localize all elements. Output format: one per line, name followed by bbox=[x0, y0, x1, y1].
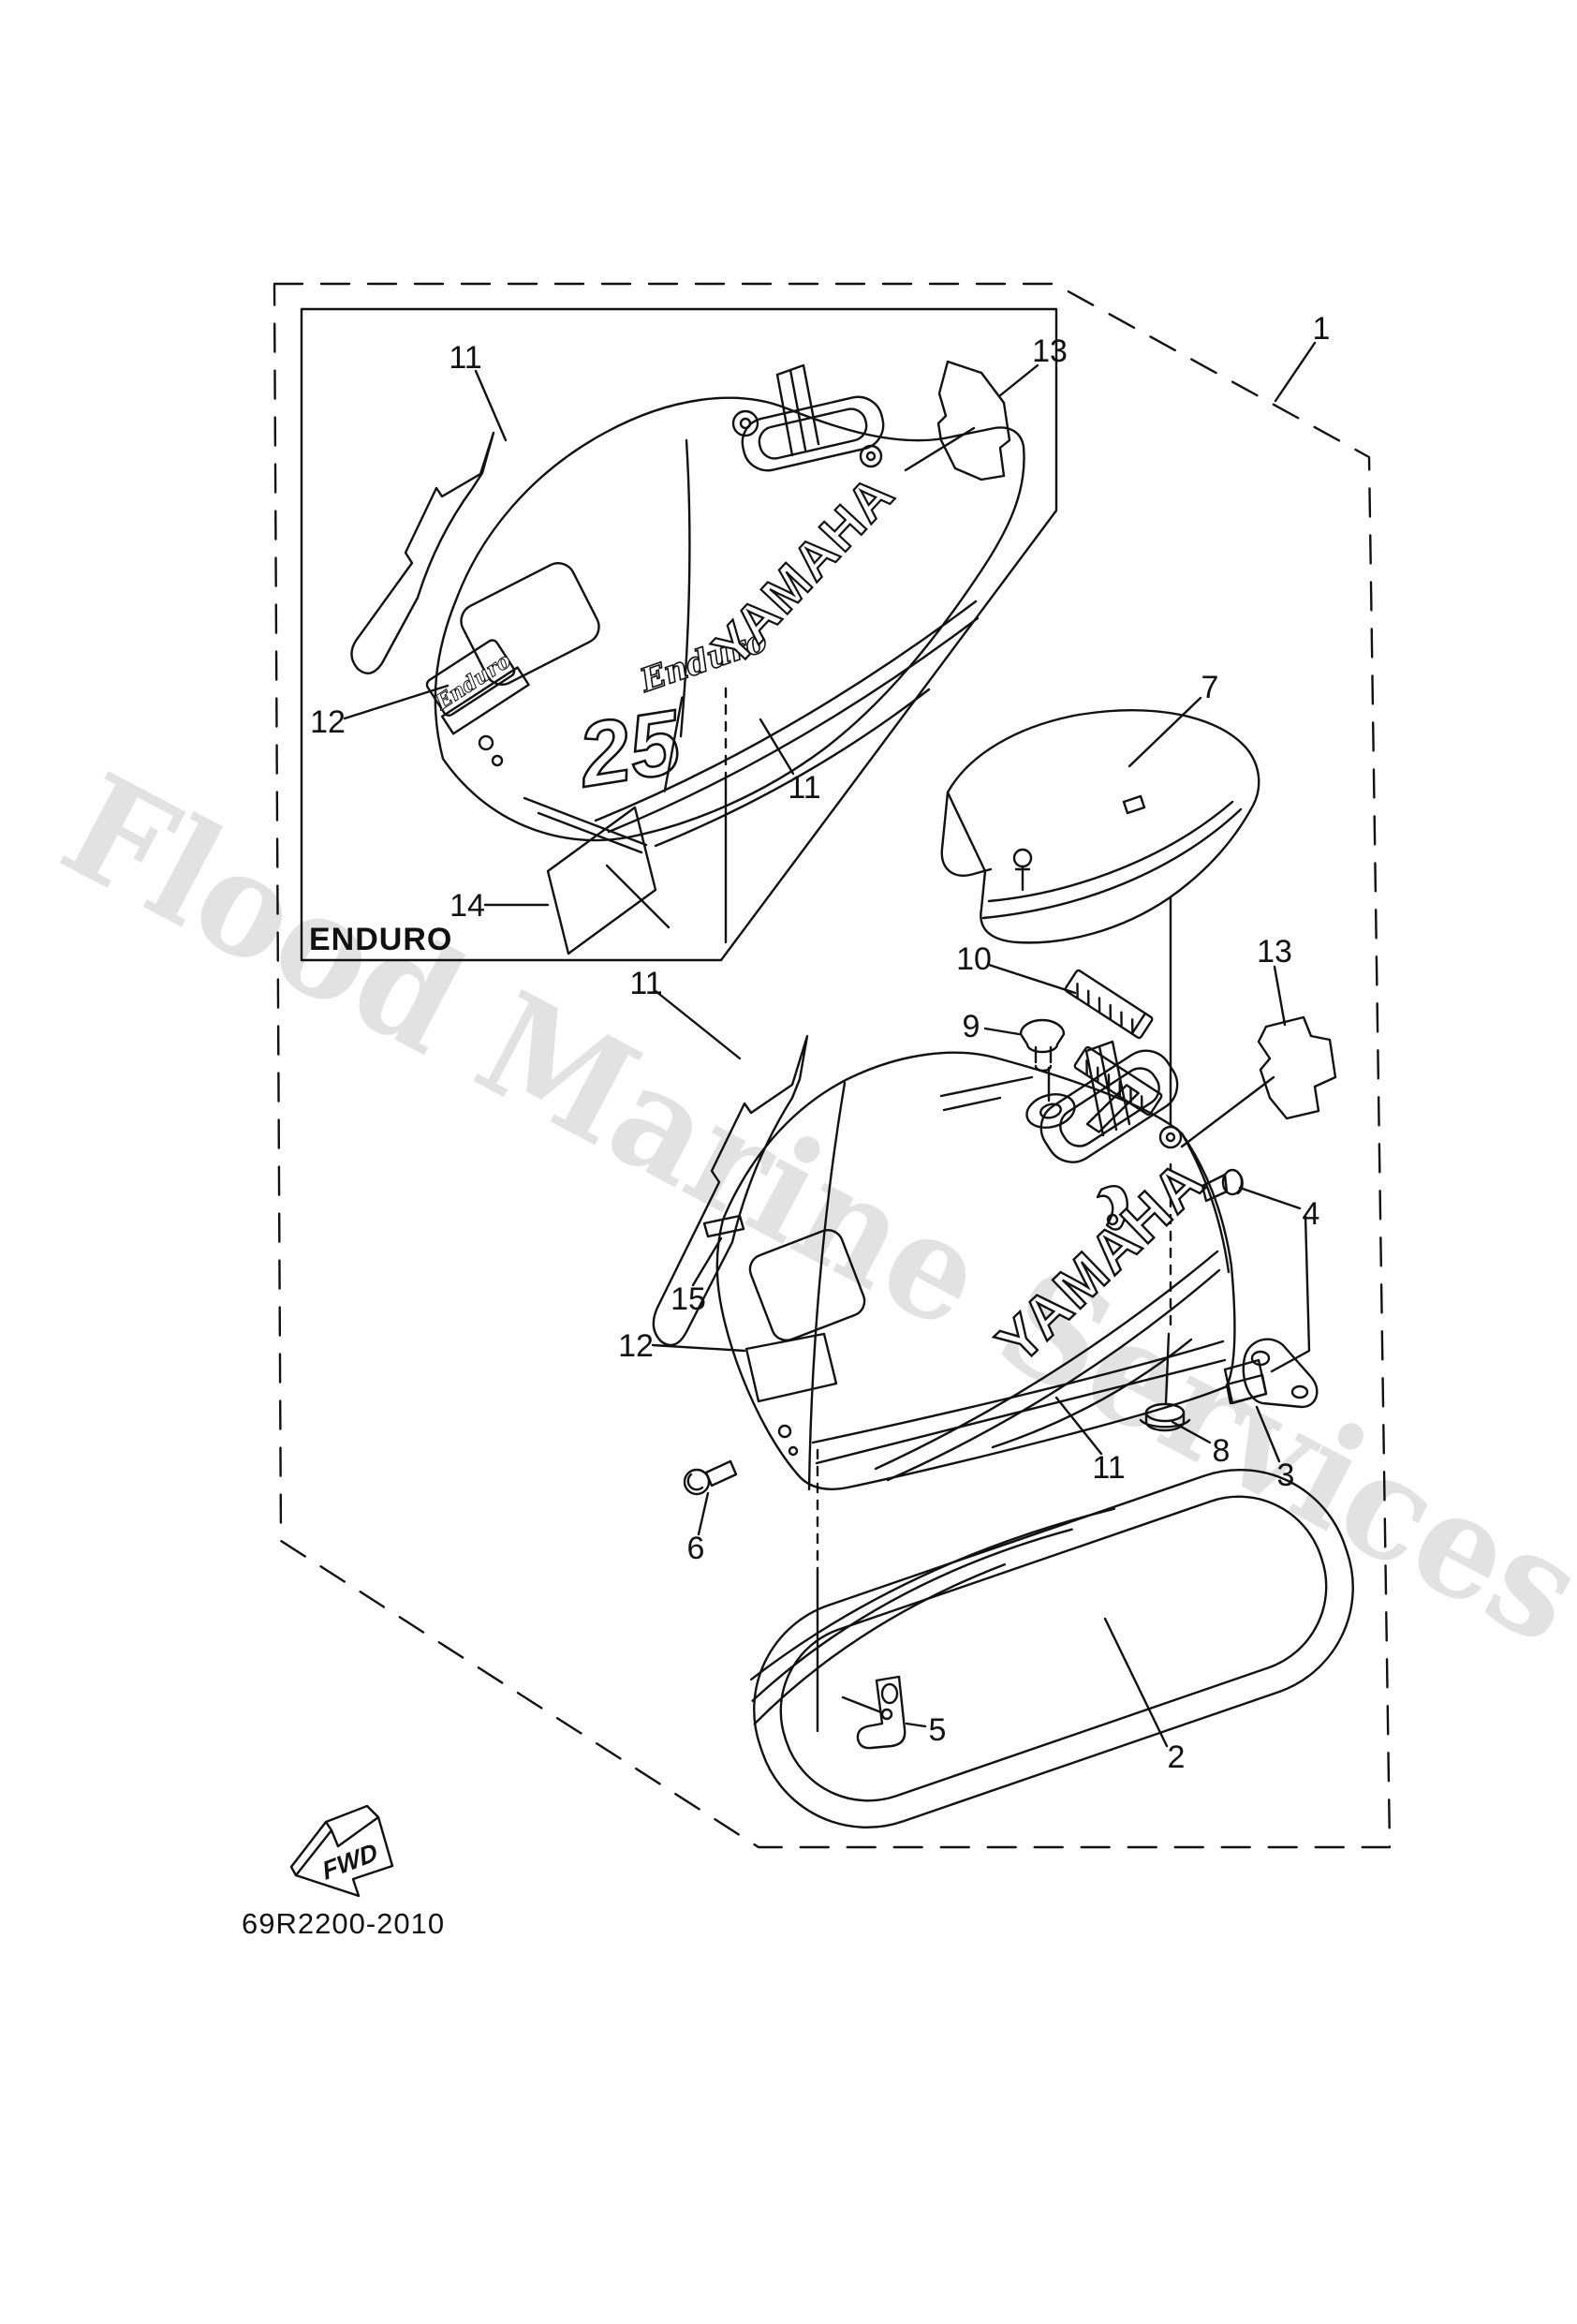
callout-4: 4 bbox=[1303, 1196, 1320, 1232]
drawing-code: 69R2200-2010 bbox=[242, 1907, 445, 1940]
leader-line bbox=[759, 718, 795, 776]
bracket-3 bbox=[1223, 1338, 1319, 1409]
callout-11-inset-left: 11 bbox=[449, 340, 481, 376]
callout-11-main-left: 11 bbox=[629, 966, 662, 1001]
inset-keel-lines bbox=[523, 796, 648, 854]
nut-8 bbox=[1139, 1332, 1191, 1432]
bolt-4 bbox=[1201, 1168, 1244, 1203]
main-seal-rail bbox=[1084, 1040, 1131, 1137]
inset-yamaha-logo: YAMAHA bbox=[701, 464, 906, 677]
main-medallion-12: 25 bbox=[744, 1332, 838, 1403]
callout-3: 3 bbox=[1277, 1458, 1295, 1493]
callout-7: 7 bbox=[1201, 670, 1219, 705]
callout-11-main-right: 11 bbox=[1092, 1450, 1125, 1486]
leader-line bbox=[997, 363, 1039, 398]
latch-lever bbox=[1096, 1184, 1128, 1231]
sticker-15 bbox=[702, 1214, 745, 1238]
cover-bolt bbox=[1012, 848, 1033, 868]
inset-front-crease bbox=[679, 438, 691, 738]
leader-line bbox=[1103, 1617, 1169, 1748]
fwd-label: FWD bbox=[319, 1837, 380, 1886]
watermark-text: Flood Marine Services bbox=[38, 742, 1577, 1677]
leader-line bbox=[1171, 1420, 1212, 1444]
leader-line bbox=[474, 369, 508, 442]
callout-5: 5 bbox=[929, 1712, 947, 1748]
leader-line bbox=[905, 1722, 927, 1728]
leader-line bbox=[1054, 1396, 1103, 1456]
inset-window-opening bbox=[460, 562, 600, 686]
bolt-6 bbox=[683, 1459, 738, 1496]
callout-13-inset: 13 bbox=[1032, 333, 1068, 369]
callout-leaders bbox=[343, 341, 1317, 1748]
callout-11-inset-right: 11 bbox=[788, 770, 820, 806]
plug-boss bbox=[1025, 1093, 1076, 1129]
leader-line bbox=[343, 684, 450, 720]
top-cover-7 bbox=[940, 709, 1260, 944]
main-front-crease bbox=[807, 1081, 847, 1491]
inset-seal-rail bbox=[775, 363, 820, 457]
leader-line bbox=[1238, 1186, 1302, 1210]
leader-line bbox=[1273, 965, 1287, 1027]
main-cowling-body bbox=[715, 1051, 1236, 1491]
callout-9: 9 bbox=[963, 1009, 980, 1044]
seal-strip-10-upper bbox=[1064, 969, 1154, 1040]
leader-line bbox=[697, 1491, 710, 1536]
leader-line bbox=[904, 426, 976, 472]
main-handle-area bbox=[939, 1040, 1231, 1274]
assembly-dashed-border bbox=[273, 282, 1392, 1849]
leader-line bbox=[651, 1343, 746, 1353]
leader-line bbox=[605, 864, 671, 929]
leader-line bbox=[983, 1027, 1021, 1036]
callout-12-main: 12 bbox=[618, 1328, 654, 1364]
inset-decal-14 bbox=[546, 806, 657, 955]
leader-line bbox=[654, 989, 742, 1060]
leader-line bbox=[987, 963, 1077, 995]
bracket-5 bbox=[841, 1675, 906, 1750]
callout-6: 6 bbox=[687, 1531, 705, 1566]
plug-9 bbox=[1019, 1018, 1066, 1103]
callout-1: 1 bbox=[1313, 311, 1331, 347]
leader-line bbox=[1274, 341, 1317, 403]
leader-line bbox=[1255, 1405, 1281, 1463]
callout-15: 15 bbox=[671, 1281, 706, 1317]
seal-lip-lines bbox=[749, 1507, 1116, 1725]
inset-latch-eyelet bbox=[731, 409, 759, 437]
callout-2: 2 bbox=[1168, 1739, 1186, 1775]
callout-14: 14 bbox=[450, 888, 485, 924]
leader-line bbox=[1270, 1214, 1311, 1373]
main-window-opening bbox=[748, 1229, 866, 1341]
callout-8: 8 bbox=[1213, 1433, 1231, 1469]
inset-swoosh-stripes bbox=[594, 600, 980, 848]
inset-hp-decal: 25 bbox=[569, 690, 689, 808]
callout-13-main: 13 bbox=[1257, 934, 1292, 970]
fwd-arrow-icon: FWD bbox=[289, 1804, 394, 1898]
callout-numbers: 1 11 13 12 11 14 7 10 9 13 11 4 15 12 8 … bbox=[310, 311, 1330, 1775]
main-swoosh-stripes bbox=[874, 1250, 1221, 1482]
callout-12-inset: 12 bbox=[310, 704, 346, 740]
inset-side-decal-11 bbox=[350, 431, 495, 674]
inset-plate-13 bbox=[936, 360, 1011, 481]
leader-line bbox=[1180, 1075, 1275, 1148]
inset-handle-recess bbox=[741, 395, 885, 472]
leader-line bbox=[1127, 696, 1202, 768]
leader-line bbox=[841, 1695, 883, 1714]
bottom-seal-ring-2 bbox=[749, 1468, 1354, 1829]
main-plate-13 bbox=[1257, 1015, 1337, 1120]
inset-box bbox=[300, 307, 1058, 962]
seal-strip-10-lower bbox=[1073, 1045, 1163, 1117]
inset-front-plate-12: Enduro YAMAHA bbox=[425, 639, 530, 735]
medallion-hp-25: 25 bbox=[763, 1345, 816, 1397]
inset-cowling-drawing: Enduro YAMAHA Enduro 25 YAMAHA bbox=[350, 360, 1025, 955]
inset-cowling-body bbox=[434, 396, 1025, 842]
inset-caption-enduro: ENDURO bbox=[309, 922, 452, 957]
grommet bbox=[1158, 1125, 1183, 1149]
inset-hp-25: 25 bbox=[570, 691, 688, 807]
callout-10: 10 bbox=[956, 941, 992, 977]
leader-line bbox=[691, 1236, 723, 1287]
